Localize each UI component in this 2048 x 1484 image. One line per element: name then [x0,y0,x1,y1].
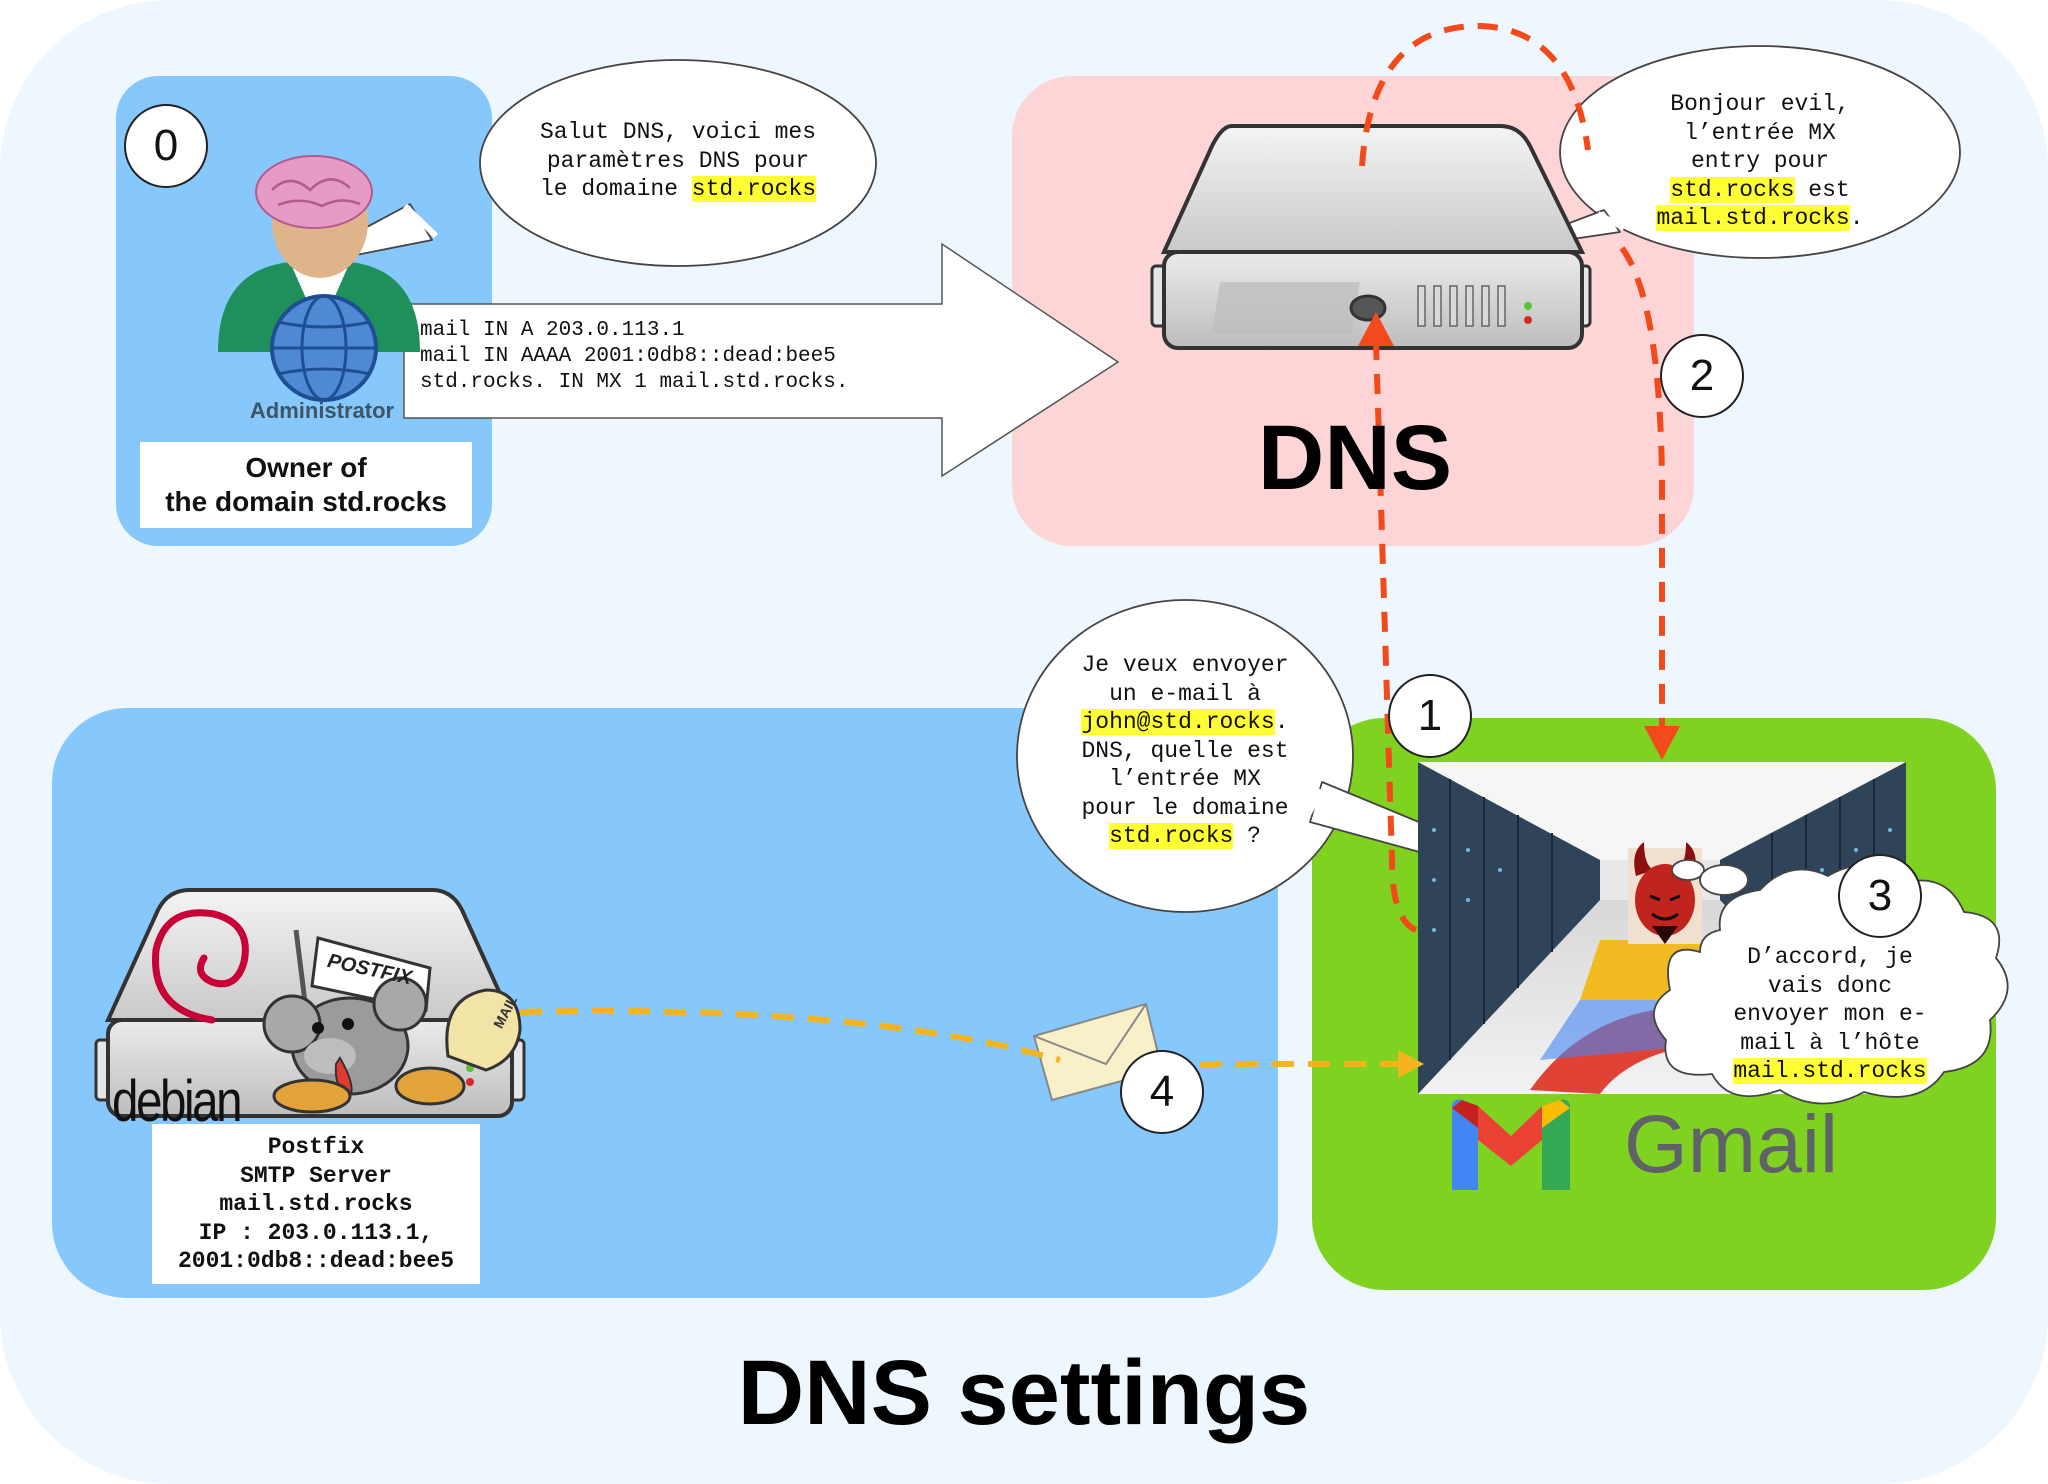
dns-reply-line-4-suffix: est [1794,176,1850,203]
record-a: mail IN A 203.0.113.1 [420,319,685,342]
query-line-4: DNS, quelle est [1081,737,1289,764]
diagram-title: DNS settings [737,1342,1311,1444]
thought-line-3: envoyer mon e- [1733,1001,1927,1027]
arrow-step-1-head [1358,312,1394,346]
step-badge-2: 2 [1660,334,1744,418]
thought-line-2: vais donc [1767,972,1893,999]
admin-speech-line-2: paramètres DNS pour [546,147,810,174]
query-line-2: un e-mail à [1109,680,1261,707]
dns-records: mail IN A 203.0.113.1 mail IN AAAA 2001:… [420,318,848,396]
smtp-label-box: Postfix SMTP Server mail.std.rocks IP : … [152,1124,480,1284]
records-arrow [403,242,1120,478]
owner-line-2: the domain std.rocks [165,486,447,517]
arrow-dns-arc [1359,22,1591,167]
dns-server-icon [1150,124,1592,350]
dns-reply-text: Bonjour evil, l’entrée MX entry pour std… [1590,90,1930,233]
dns-reply-line-5-suffix: . [1849,205,1864,231]
administrator-icon [218,155,420,402]
thought-line-1: D’accord, je [1747,944,1913,970]
step-badge-0: 0 [124,104,208,188]
step-badge-3: 3 [1838,854,1922,938]
mx-host-highlight: mail.std.rocks [1656,205,1850,231]
query-line-5: l’entrée MX [1109,766,1261,792]
debian-wordmark: debian [112,1069,243,1134]
owner-line-1: Owner of [245,452,367,483]
admin-speech-text: Salut DNS, voici mes paramètres DNS pour… [478,118,878,204]
query-line-1: Je veux envoyer [1081,652,1289,678]
thought-line-4: mail à l’hôte [1740,1029,1920,1056]
record-aaaa: mail IN AAAA 2001:0db8::dead:bee5 [420,345,836,368]
query-line-7-suffix: ? [1233,823,1261,849]
dns-reply-line-3: entry pour [1690,148,1830,174]
smtp-line-2: SMTP Server [240,1162,392,1189]
administrator-label: Administrator [249,398,395,423]
smtp-line-5: 2001:0db8::dead:bee5 [177,1248,455,1274]
thought-bubble [1653,859,2009,1105]
mx-host-highlight: mail.std.rocks [1733,1058,1927,1084]
query-text: Je veux envoyer un e-mail à john@std.roc… [1040,651,1330,851]
record-mx: std.rocks. IN MX 1 mail.std.rocks. [420,371,849,394]
admin-speech-line-3: le domaine std.rocks [478,175,878,204]
domain-highlight: std.rocks [691,176,817,202]
smtp-line-1: Postfix [267,1134,365,1160]
domain-highlight: std.rocks [1109,823,1234,849]
arrow-step-2 [1619,246,1665,730]
arrow-step-1 [1373,341,1418,933]
thought-line-5: mail.std.rocks [1690,1057,1970,1086]
dns-label: DNS [1257,407,1453,509]
evil-devil-icon [1628,842,1702,944]
arrow-step-4 [519,1008,1061,1063]
arrow-step-2-head [1644,726,1680,760]
query-line-3-suffix: . [1274,709,1289,735]
admin-speech-line-1: Salut DNS, voici mes [539,119,817,145]
dns-reply-line-1: Bonjour evil, [1670,91,1850,117]
step-badge-4: 4 [1120,1050,1204,1134]
smtp-line-3: mail.std.rocks [219,1191,413,1217]
debian-swirl-icon [151,909,249,1024]
dns-reply-line-2: l’entrée MX [1684,119,1836,146]
query-line-3: john@std.rocks. [1040,708,1330,737]
step-badge-1: 1 [1388,674,1472,758]
postfix-mouse-icon [262,929,522,1114]
thought-text: D’accord, je vais donc envoyer mon e- ma… [1690,943,1970,1086]
gmail-wordmark: Gmail [1624,1099,1839,1190]
dns-reply-line-4: std.rocks est [1590,176,1930,205]
smtp-line-4: IP : 203.0.113.1, [198,1219,434,1246]
recipient-highlight: john@std.rocks [1081,709,1275,735]
admin-speech-line-3-prefix: le domaine [539,176,692,202]
domain-highlight: std.rocks [1670,176,1795,203]
gmail-logo-icon [1452,1099,1570,1190]
query-line-6: pour le domaine [1081,794,1289,821]
owner-label-box: Owner of the domain std.rocks [140,442,472,528]
arrow-step-4-head [1398,1050,1424,1078]
dns-reply-line-5: mail.std.rocks. [1590,204,1930,233]
query-line-7: std.rocks ? [1040,822,1330,851]
